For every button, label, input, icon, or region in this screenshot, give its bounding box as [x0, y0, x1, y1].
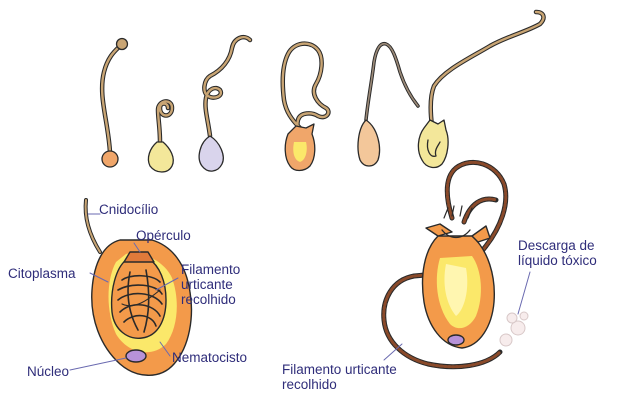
operculum	[124, 252, 154, 262]
label-descarga: Descarga de líquido tóxico	[518, 238, 597, 268]
nucleus	[126, 350, 146, 362]
stage-2-icon	[148, 101, 173, 172]
stage-6-icon	[418, 12, 543, 167]
stage-3-icon	[199, 37, 250, 171]
stage-1-icon	[102, 39, 128, 168]
cnidocyte-discharged	[384, 162, 530, 366]
label-cnidocilio: Cnidocílio	[99, 202, 158, 217]
label-citoplasma: Citoplasma	[8, 266, 76, 281]
stage-5-icon	[358, 44, 418, 166]
label-filamento-recolhido-2: Filamento urticante recolhido	[282, 362, 397, 392]
open-operculum	[426, 224, 452, 236]
label-nucleo: Núcleo	[27, 364, 69, 379]
toxic-discharge-drops	[500, 312, 528, 346]
discharged-nucleus	[448, 335, 464, 345]
label-filamento-recolhido: Filamento urticante recolhido	[181, 262, 240, 307]
discharge-sequence	[102, 12, 543, 172]
stage-4-icon	[283, 44, 329, 171]
cnidocyte-rest	[70, 200, 191, 375]
label-nematocisto: Nematocisto	[172, 350, 247, 365]
label-operculo: Opérculo	[136, 228, 191, 243]
